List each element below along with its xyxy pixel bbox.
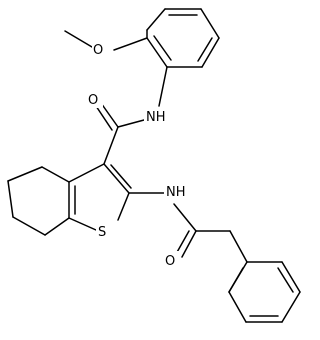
bond-th-2 [117,192,130,221]
bond-cp-4 [12,216,46,236]
bond-cp-5 [44,217,70,236]
bond-ring1-f-inner [153,35,172,61]
bond-ph-5 [281,261,301,293]
bond-ring1-a [146,8,166,31]
atom-label-amide-nh-2: NH [166,185,186,200]
bond-carbonyl-core [103,126,119,165]
bond-ph-1-inner [228,267,244,293]
bond-ph-2 [228,291,247,323]
bond-th-3 [68,217,97,231]
bond-carbonyl-o-2b [175,230,190,255]
bond-o-methyl [64,30,93,48]
atom-label-amide-nh-1: NH [146,110,166,125]
bond-ch2-phenyl [229,230,248,263]
bond-th-5 [68,163,105,183]
bond-carbonyl-o-1b [95,105,113,131]
bond-th-1-inner [110,164,132,189]
structure-svg: O NH O S NH O [7,8,301,323]
atom-label-ether-oxygen: O [93,43,103,58]
bond-th-1 [103,163,130,194]
molecule-structure: O NH O S NH O [7,8,301,323]
bond-ph-4 [281,291,301,323]
bond-nh2-carbonyl [173,203,197,232]
bond-ring1-d [201,37,220,68]
bond-ring1-f [146,37,168,68]
atom-label-carbonyl-oxygen-2: O [165,254,175,269]
bond-ring1-d-inner [197,37,213,62]
bond-cp-1 [41,166,70,183]
bond-nh-carbonyl [117,119,145,128]
bond-ring-nh [158,66,168,107]
bond-aryl-o [113,37,148,51]
bond-cp-3 [7,180,14,218]
bond-ring1-c [200,8,220,39]
atom-label-thiophene-sulfur: S [98,225,106,240]
bond-carbonyl-o-1 [100,102,119,128]
bond-cp-2 [7,166,43,182]
bond-ph-5-inner [277,267,294,293]
bond-carbonyl-o-2 [181,230,197,258]
atom-labels: O NH O S NH O [87,40,194,269]
bonds [7,8,301,323]
atom-label-carbonyl-oxygen-1: O [88,93,98,108]
